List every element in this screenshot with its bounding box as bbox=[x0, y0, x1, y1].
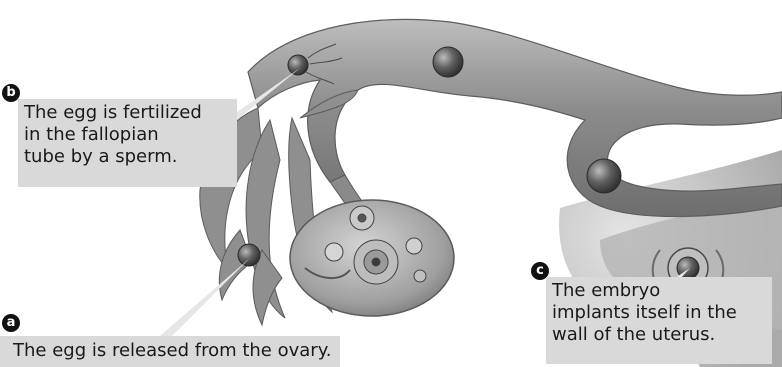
egg-fertilized bbox=[288, 55, 308, 75]
embryo-in-tube-1 bbox=[433, 47, 463, 77]
callout-fertilization: The egg is fertilized in the fallopian t… bbox=[18, 99, 237, 187]
marker-a: a bbox=[2, 314, 20, 332]
embryo-in-tube-2 bbox=[587, 159, 621, 193]
egg-released bbox=[238, 244, 260, 266]
callout-implantation: The embryo implants itself in the wall o… bbox=[546, 277, 772, 364]
callout-ovulation: The egg is released from the ovary. bbox=[0, 336, 340, 367]
